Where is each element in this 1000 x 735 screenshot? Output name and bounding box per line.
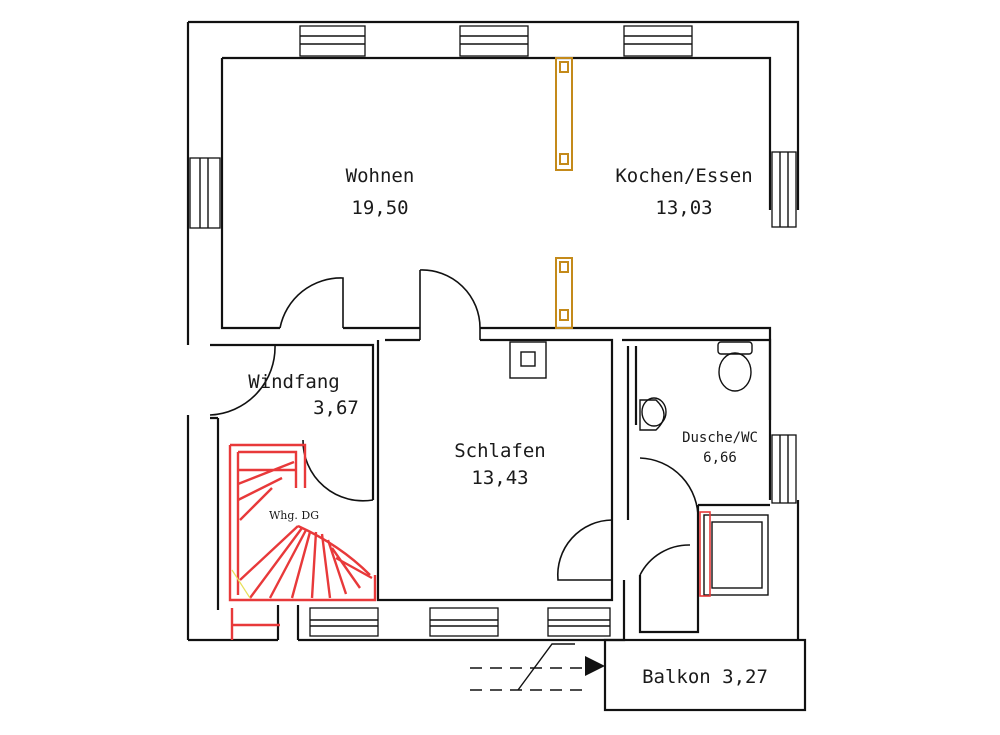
room-name-schlafen: Schlafen — [454, 440, 546, 462]
room-name-windfang: Windfang — [248, 371, 340, 393]
toilet-icon — [717, 341, 753, 392]
room-name-wohnen: Wohnen — [346, 165, 415, 187]
side-windows — [189, 151, 797, 504]
staircase — [228, 443, 377, 640]
shower-tray — [699, 511, 769, 597]
chimney-box — [509, 341, 547, 379]
sink-icon — [639, 397, 667, 431]
room-area-windfang: 3,67 — [313, 397, 359, 419]
room-area-dusche: 6,66 — [703, 450, 737, 466]
balcony-entry — [470, 638, 807, 712]
entry-arrow-icon — [585, 656, 605, 676]
outer-walls — [186, 20, 800, 640]
room-area-wohnen: 19,50 — [351, 197, 408, 219]
room-name-dusche: Dusche/WC — [682, 430, 758, 446]
top-windows — [299, 25, 693, 57]
bottom-windows — [309, 607, 611, 637]
room-name-kochen: Kochen/Essen — [615, 165, 752, 187]
beam-markers — [555, 57, 573, 329]
stairs-label: Whg. DG — [269, 509, 319, 522]
doors — [209, 269, 699, 581]
room-area-schlafen: 13,43 — [471, 467, 528, 489]
fixtures — [509, 341, 769, 597]
balkon-label: Balkon 3,27 — [642, 666, 768, 688]
room-area-kochen: 13,03 — [655, 197, 712, 219]
